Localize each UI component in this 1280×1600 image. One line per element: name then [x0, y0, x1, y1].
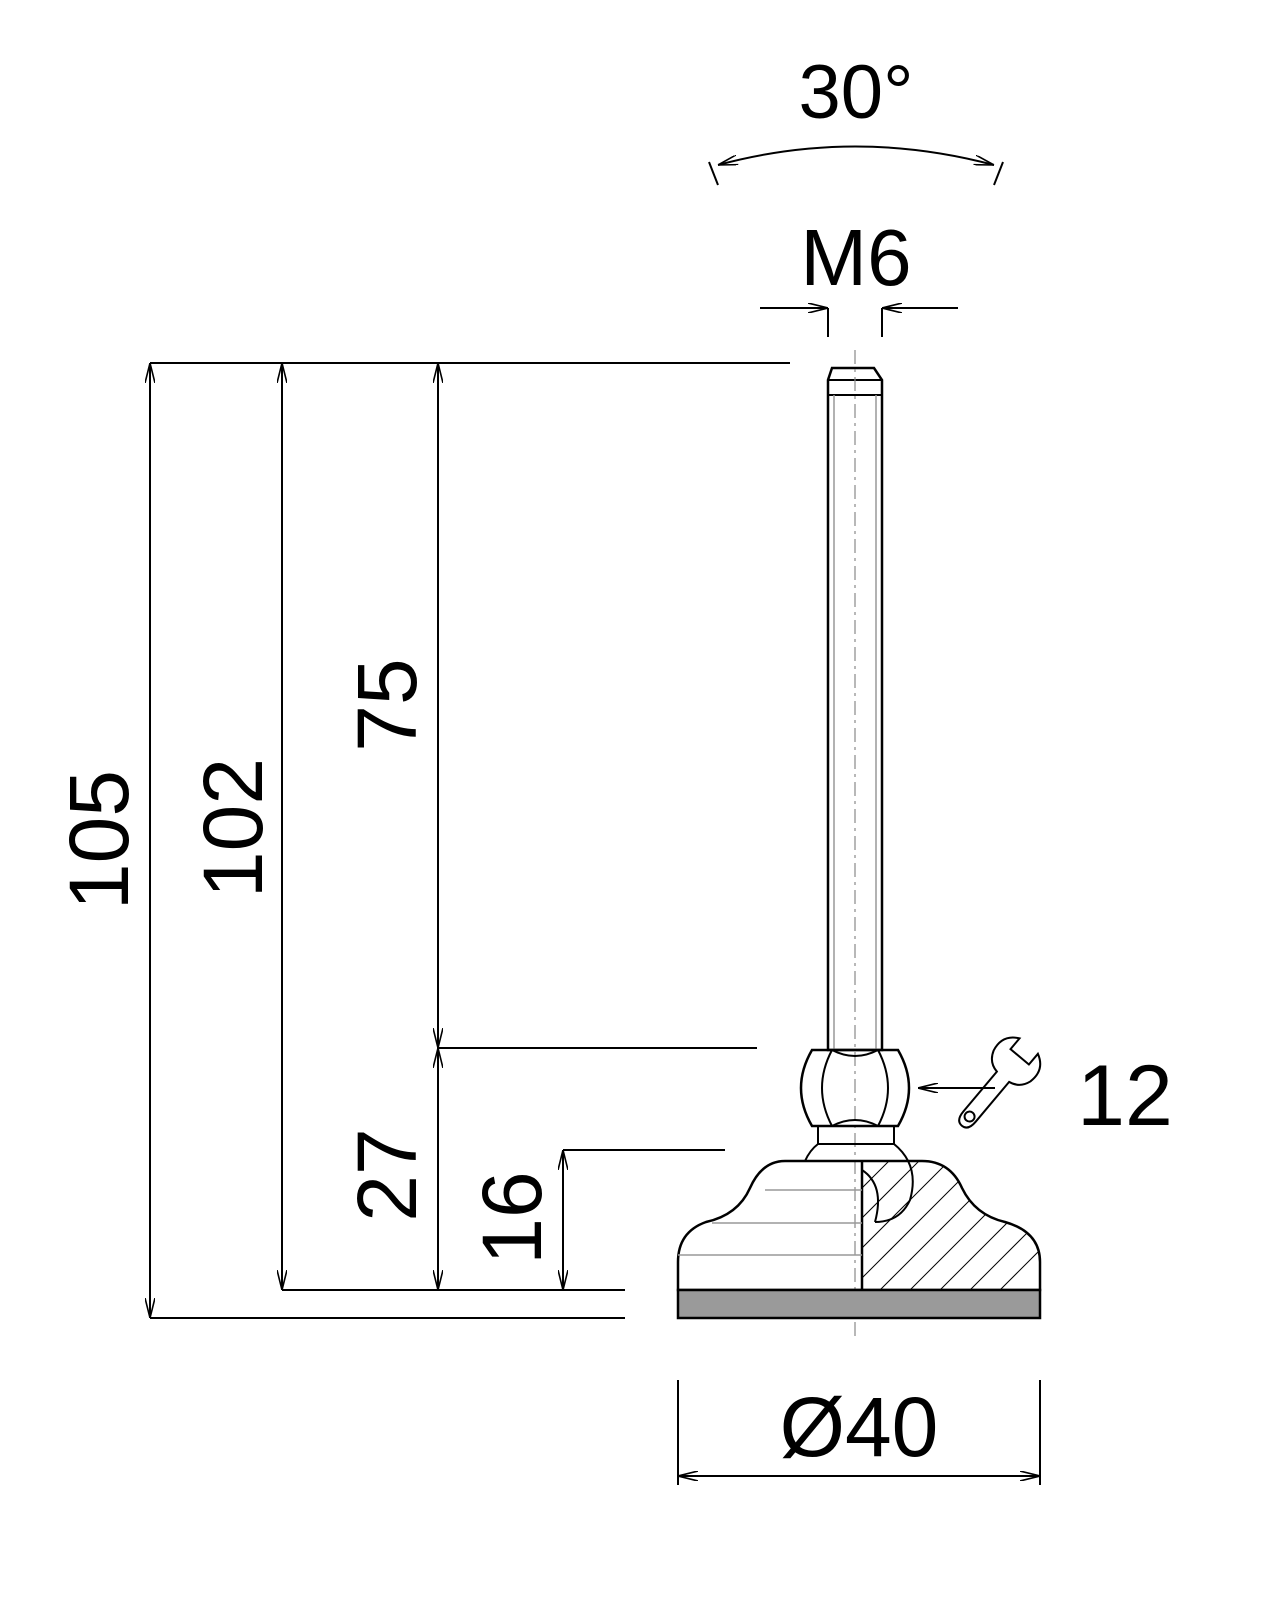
section-hatching	[862, 1161, 1040, 1290]
total-height-label: 105	[52, 770, 146, 910]
base-height-16-label: 16	[465, 1171, 559, 1264]
thread-label: M6	[800, 213, 911, 302]
thread-dimension: M6	[760, 213, 958, 337]
base-diameter-label: Ø40	[780, 1380, 939, 1474]
threaded-stud	[826, 350, 884, 1340]
wrench-icon	[958, 1036, 1042, 1129]
wrench-size-label: 12	[1077, 1048, 1173, 1144]
base-height-27-label: 27	[340, 1128, 434, 1221]
hex-nut	[799, 1048, 911, 1145]
diameter-dimension: Ø40	[677, 1380, 1041, 1485]
base	[676, 1143, 1042, 1320]
rubber-pad	[676, 1288, 1042, 1320]
thread-length-label: 75	[340, 658, 434, 751]
angle-label: 30°	[799, 50, 914, 135]
vertical-dimensions: 105 102 75 27 16	[52, 362, 790, 1319]
angle-dimension: 30°	[708, 50, 1004, 186]
height-102-label: 102	[186, 758, 280, 898]
wrench-dimension: 12	[918, 1036, 1173, 1144]
